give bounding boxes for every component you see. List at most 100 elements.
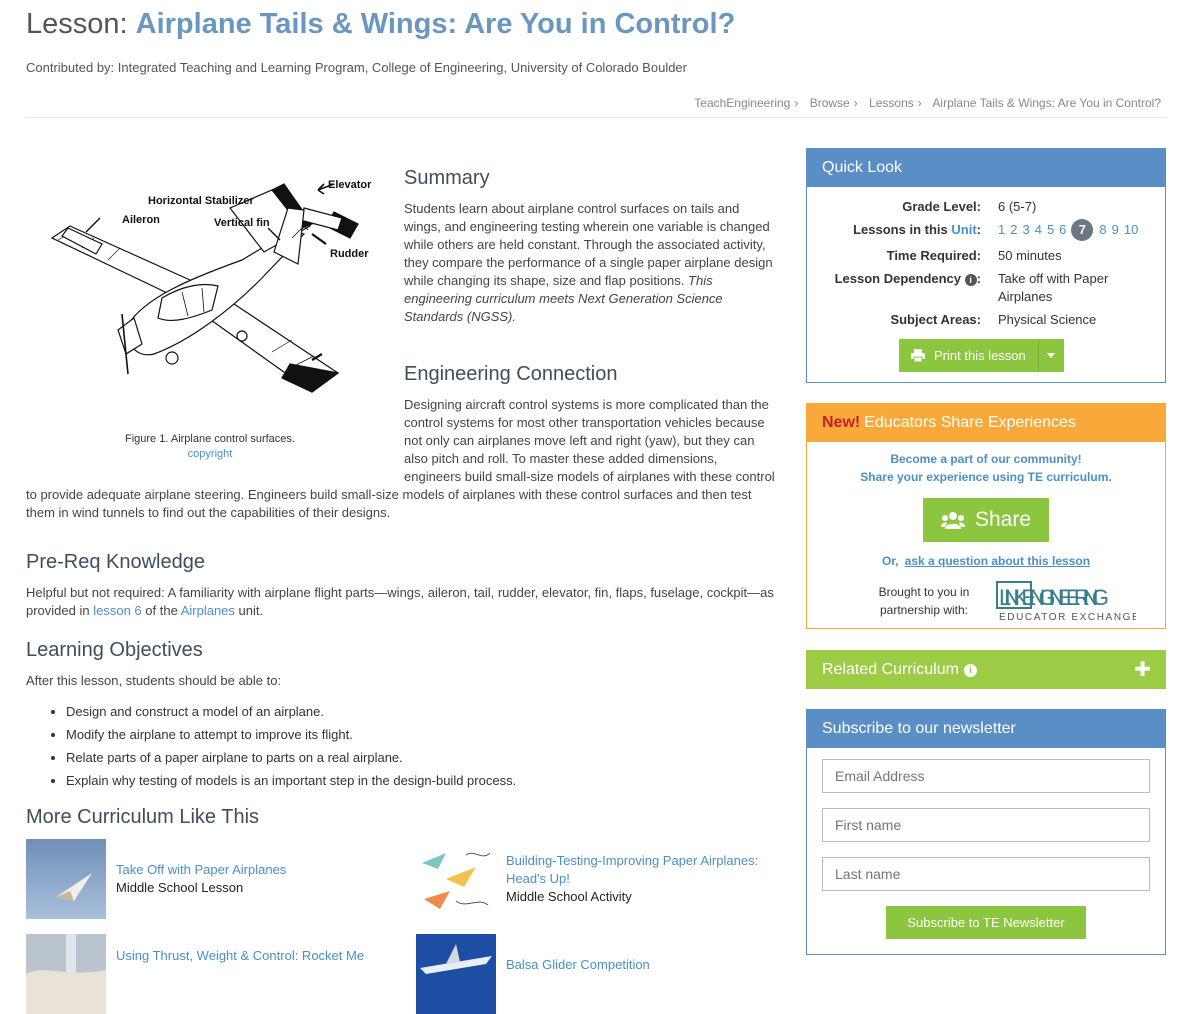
dependency-label-suffix: : [976, 271, 981, 286]
label-vertical-fin: Vertical fin [214, 217, 270, 229]
curriculum-type: Middle School Activity [506, 889, 632, 904]
unit-lesson-9[interactable]: 9 [1111, 222, 1119, 237]
curriculum-card[interactable]: Take Off with Paper Airplanes Middle Sch… [26, 839, 396, 919]
objectives-list: Design and construct a model of an airpl… [26, 700, 516, 792]
prereq-lesson-link[interactable]: lesson 6 [93, 603, 142, 618]
breadcrumb: TeachEngineering› Browse› Lessons› Airpl… [694, 96, 1161, 110]
unit-lesson-1[interactable]: 1 [998, 222, 1006, 237]
curriculum-card[interactable]: Building-Testing-Improving Paper Airplan… [416, 839, 786, 919]
last-name-input[interactable] [822, 857, 1150, 891]
share-button[interactable]: Share [923, 498, 1049, 542]
unit-lesson-2[interactable]: 2 [1010, 222, 1018, 237]
grade-level-value: 6 (5-7) [998, 199, 1037, 214]
ask-question-line: Or, ask a question about this lesson [807, 554, 1165, 568]
label-elevator: Elevator [328, 179, 372, 191]
airplane-diagram: Horizontal Stabilizer Elevator Aileron V… [50, 179, 372, 393]
figure-copyright-link[interactable]: copyright [187, 448, 233, 460]
time-required-label: Time Required: [886, 248, 981, 263]
unit-lesson-6[interactable]: 6 [1059, 222, 1067, 237]
first-name-input[interactable] [822, 808, 1150, 842]
prereq-unit-link[interactable]: Airplanes [180, 603, 235, 618]
breadcrumb-browse[interactable]: Browse [809, 96, 850, 110]
subscribe-button[interactable]: Subscribe to TE Newsletter [886, 906, 1086, 939]
prereq-text-middle: of the [145, 603, 178, 618]
linkengineering-logo[interactable]: LINKENGINEERING EDUCATOR EXCHANGE [996, 580, 1139, 623]
print-lesson-label: Print this lesson [934, 348, 1026, 363]
curriculum-card[interactable]: Balsa Glider Competition [416, 934, 786, 1014]
curriculum-title-link[interactable]: Using Thrust, Weight & Control: Rocket M… [116, 948, 365, 963]
airplane-figure: Horizontal Stabilizer Elevator Aileron V… [42, 168, 378, 403]
paper-airplanes-illustration-thumbnail[interactable] [416, 839, 496, 919]
summary-body: Students learn about airplane control su… [404, 201, 773, 288]
prereq-text-before: Helpful but not required: A familiarity … [26, 585, 774, 618]
unit-link[interactable]: Unit [951, 222, 977, 237]
print-lesson-button[interactable]: Print this lesson [899, 339, 1039, 372]
label-horizontal-stabilizer: Horizontal Stabilizer [148, 195, 254, 207]
quick-look-heading: Quick Look [807, 149, 1165, 187]
newsletter-panel: Subscribe to our newsletter Subscribe to… [806, 709, 1166, 955]
unit-lesson-4[interactable]: 4 [1034, 222, 1042, 237]
chevron-right-icon: › [853, 96, 858, 110]
unit-lesson-10[interactable]: 10 [1123, 222, 1139, 237]
prereq-heading: Pre-Req Knowledge [26, 551, 205, 573]
partnership-text: Brought to you in partnership with: [878, 585, 970, 617]
unit-lesson-5[interactable]: 5 [1046, 222, 1055, 237]
engineering-text-narrow: Designing aircraft control systems is mo… [404, 397, 775, 484]
lesson-dependency-link[interactable]: Take off with Paper Airplanes [998, 271, 1109, 304]
summary-text: Students learn about airplane control su… [404, 200, 778, 326]
unit-lesson-8[interactable]: 8 [1099, 222, 1107, 237]
or-text: Or, [881, 554, 899, 568]
share-experience-line: Share your experience using TE curriculu… [860, 470, 1112, 484]
engineering-text-wide: to provide adequate airplane steering. E… [26, 487, 752, 520]
quick-look-panel: Quick Look Grade Level: 6 (5-7) Lessons … [806, 148, 1166, 383]
unit-lesson-3[interactable]: 3 [1022, 222, 1030, 237]
info-circle-icon[interactable]: i [963, 663, 977, 677]
curriculum-title-link[interactable]: Balsa Glider Competition [506, 957, 650, 972]
printer-icon [911, 349, 925, 362]
title-prefix: Lesson: [26, 8, 128, 40]
objective-item: Relate parts of a paper airplane to part… [66, 746, 516, 769]
balsa-glider-photo-thumbnail[interactable] [416, 934, 496, 1014]
objective-item: Design and construct a model of an airpl… [66, 700, 516, 723]
engineering-heading: Engineering Connection [404, 363, 618, 385]
print-lesson-button-group: Print this lesson [899, 339, 1064, 372]
related-heading-text: Related Curriculum [822, 661, 959, 678]
newsletter-heading: Subscribe to our newsletter [807, 710, 1165, 748]
objectives-intro: After this lesson, students should be ab… [26, 673, 282, 688]
figure-caption: Figure 1. Airplane control surfaces. [125, 433, 295, 445]
ngss-note: This engineering curriculum meets Next G… [404, 273, 723, 324]
objective-item: Modify the airplane to attempt to improv… [66, 723, 516, 746]
chevron-right-icon: › [794, 96, 799, 110]
breadcrumb-lessons[interactable]: Lessons [869, 96, 914, 110]
caret-down-icon [1047, 353, 1056, 358]
subject-areas-label: Subject Areas: [890, 312, 981, 327]
objectives-heading: Learning Objectives [26, 639, 203, 661]
prereq-text-after: unit. [238, 603, 264, 618]
dependency-label-text: Lesson Dependency [834, 271, 962, 286]
share-panel-heading: New!Educators Share Experiences [807, 404, 1165, 442]
linkengineering-logo-image: LINKENGINEERING EDUCATOR EXCHANGE [996, 581, 1139, 623]
prereq-text: Helpful but not required: A familiarity … [26, 584, 778, 620]
rocket-launch-photo-thumbnail[interactable] [26, 934, 106, 1014]
share-experiences-panel: New!Educators Share Experiences Become a… [806, 403, 1166, 629]
print-options-dropdown[interactable] [1038, 339, 1064, 372]
lesson-dependency-label: Lesson Dependency i: [835, 270, 981, 288]
contributor-line: Contributed by: Integrated Teaching and … [26, 60, 687, 75]
ask-question-link[interactable]: ask a question about this lesson [904, 554, 1091, 568]
curriculum-title-link[interactable]: Building-Testing-Improving Paper Airplan… [506, 853, 759, 886]
breadcrumb-teachengineering[interactable]: TeachEngineering [694, 96, 791, 110]
info-circle-icon[interactable]: i [964, 274, 977, 286]
share-community-line: Become a part of our community! [890, 452, 1082, 466]
lessons-in-unit-label: Lessons in this Unit: [853, 221, 981, 239]
curriculum-title-link[interactable]: Take Off with Paper Airplanes [116, 862, 287, 877]
logo-main-text: LINKENGINEERING [999, 585, 1109, 610]
expand-plus-icon[interactable]: ✚ [1134, 659, 1151, 681]
paper-airplane-photo-thumbnail[interactable] [26, 839, 106, 919]
related-curriculum-heading[interactable]: Related Curriculum i [807, 651, 1165, 689]
subject-areas-link[interactable]: Physical Science [998, 312, 1097, 327]
related-curriculum-panel[interactable]: Related Curriculum i ✚ [806, 650, 1166, 689]
curriculum-card[interactable]: Using Thrust, Weight & Control: Rocket M… [26, 934, 396, 1014]
email-input[interactable] [822, 759, 1150, 793]
title-main: Airplane Tails & Wings: Are You in Contr… [135, 8, 736, 40]
